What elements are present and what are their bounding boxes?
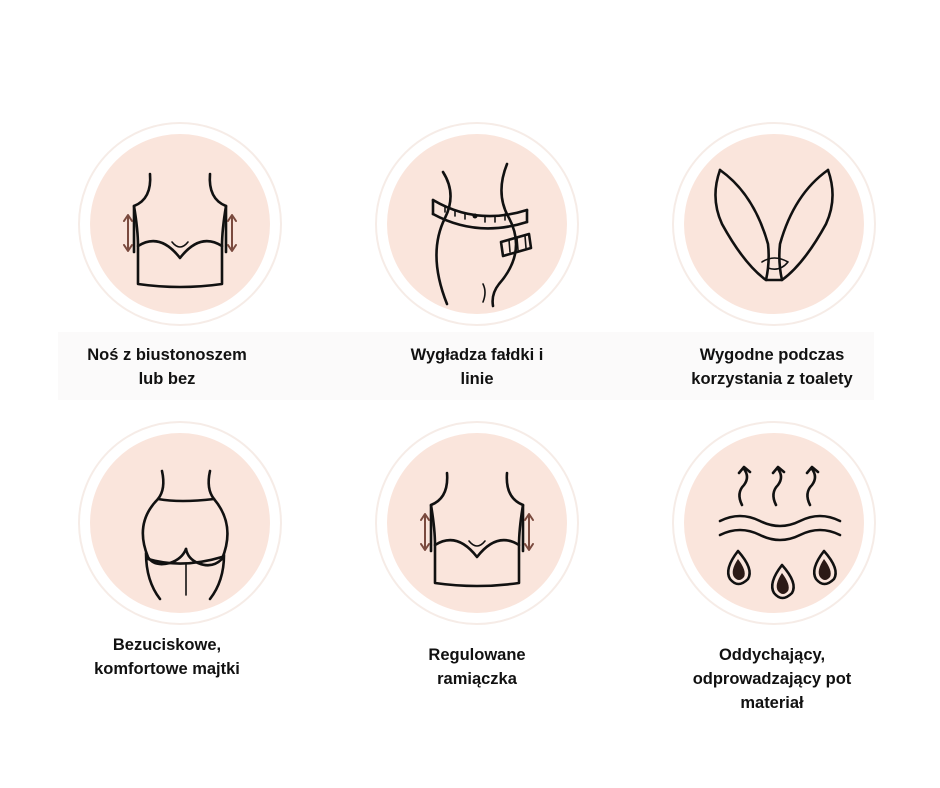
feature-circle-4: [78, 421, 282, 625]
waist-measure-icon: [431, 162, 533, 308]
feature-circle-3: [672, 122, 876, 326]
crotch-opening-icon: [714, 168, 834, 282]
breathable-material-icon: [718, 465, 842, 600]
feature-circle-1: [78, 122, 282, 326]
label-band: [58, 332, 874, 400]
feature-circle-2: [375, 122, 579, 326]
feature-circle-5: [375, 421, 579, 625]
adjustable-straps-icon: [420, 471, 534, 588]
feature-circle-6: [672, 421, 876, 625]
seamless-briefs-icon: [141, 469, 229, 601]
feature-label-4: Bezuciskowe,komfortowe majtki: [94, 636, 240, 678]
bra-straps-icon: [123, 172, 237, 289]
